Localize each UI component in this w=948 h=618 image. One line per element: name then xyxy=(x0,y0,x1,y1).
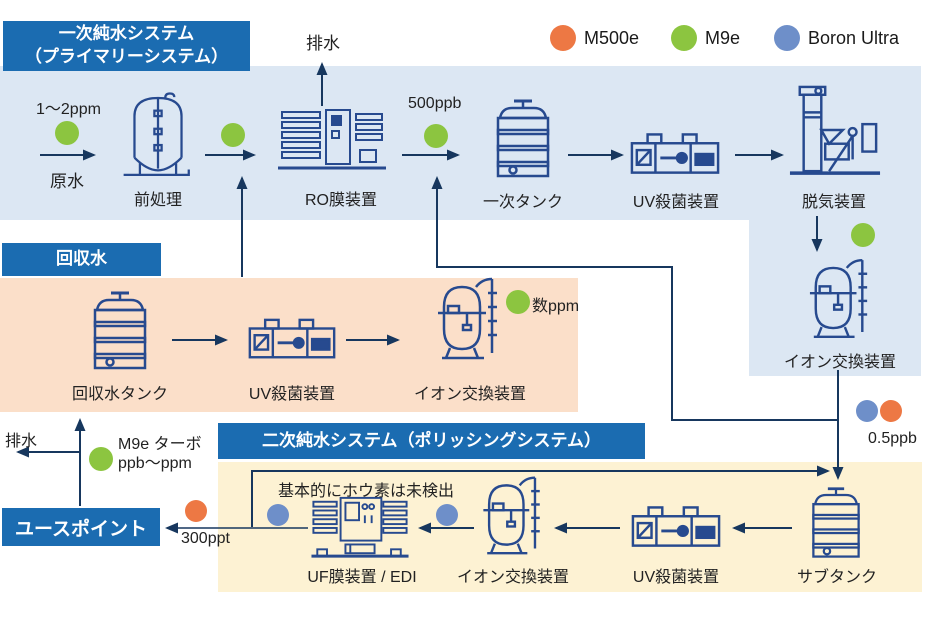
m9e-dot-after-degasifier xyxy=(851,223,875,247)
subtank-icon xyxy=(802,486,870,562)
m9e-dot-recovery xyxy=(506,290,530,314)
boron-dot-after-ion-exchange xyxy=(436,504,458,526)
recovery-uv-sterilizer-icon xyxy=(246,315,338,365)
secondary-ion-exchange-icon xyxy=(480,472,546,558)
degasifier-label: 脱気装置 xyxy=(801,194,867,211)
recovery-quality-value: 数ppm xyxy=(532,298,580,315)
use-point-box: ユースポイント xyxy=(2,508,160,546)
m500e-dot-use-point xyxy=(185,500,207,522)
raw-water-value: 1〜2ppm xyxy=(36,101,101,118)
use-point-label: ユースポイント xyxy=(14,518,148,540)
m9e-dot-raw-water xyxy=(55,121,79,145)
secondary-drain-label: 排水 xyxy=(5,433,38,450)
legend-item-boron: Boron Ultra xyxy=(774,25,899,51)
subtank-in-value: 0.5ppb xyxy=(868,430,917,447)
boron-note: 基本的にホウ素は未検出 xyxy=(278,483,455,500)
primary-tank-icon xyxy=(488,98,558,182)
meter-note-line1: M9e ターボ xyxy=(118,436,202,453)
raw-water-label: 原水 xyxy=(50,172,84,191)
secondary-ion-exchange-label: イオン交換装置 xyxy=(456,569,570,586)
pretreatment-label: 前処理 xyxy=(133,192,183,209)
recovery-uv-label: UV殺菌装置 xyxy=(248,386,336,403)
boron-ultra-dot-icon xyxy=(774,25,800,51)
degasifier-icon xyxy=(788,84,882,178)
recovery-ion-exchange-icon xyxy=(436,272,502,364)
recovery-ion-exchange-label: イオン交換装置 xyxy=(413,386,527,403)
secondary-uv-sterilizer-icon xyxy=(629,503,723,553)
meter-note: M9e ターボ ppb〜ppm xyxy=(118,435,202,473)
pretreatment-tank-icon xyxy=(120,86,196,186)
recovery-tank-icon xyxy=(85,286,155,378)
primary-uv-sterilizer-icon xyxy=(628,130,722,180)
recovery-tank-label: 回収水タンク xyxy=(71,386,169,403)
ro-membrane-label: RO膜装置 xyxy=(304,192,378,209)
m500e-dot-subtank-in xyxy=(880,400,902,422)
primary-header-line1: 一次純水システム xyxy=(58,24,195,44)
primary-ion-exchange-icon xyxy=(808,254,872,342)
legend-label-m500e: M500e xyxy=(584,27,640,48)
legend-item-m9e: M9e xyxy=(671,25,740,51)
legend-label-m9e: M9e xyxy=(705,27,741,48)
m9e-dot-after-ro xyxy=(424,124,448,148)
secondary-system-header: 二次純水システム（ポリッシングシステム） xyxy=(218,423,645,459)
uf-edi-unit-icon xyxy=(308,494,412,560)
primary-drain-label: 排水 xyxy=(306,34,340,53)
boron-dot-after-uf-edi xyxy=(267,504,289,526)
primary-ion-exchange-label: イオン交換装置 xyxy=(783,354,897,371)
subtank-label: サブタンク xyxy=(796,569,878,586)
primary-header-line2: （プライマリーシステム） xyxy=(24,47,229,66)
secondary-uv-label: UV殺菌装置 xyxy=(632,569,720,586)
legend-label-boron: Boron Ultra xyxy=(808,27,900,48)
use-point-value: 300ppt xyxy=(181,530,230,547)
legend-item-m500e: M500e xyxy=(550,25,639,51)
m9e-dot-icon xyxy=(671,25,697,51)
m500e-dot-icon xyxy=(550,25,576,51)
primary-system-header: 一次純水システム （プライマリーシステム） xyxy=(3,21,250,71)
permeate-value: 500ppb xyxy=(408,95,462,112)
primary-uv-label: UV殺菌装置 xyxy=(632,194,720,211)
boron-dot-subtank-in xyxy=(856,400,878,422)
uf-edi-label: UF膜装置 / EDI xyxy=(307,569,417,586)
m9e-turbo-dot-use-point xyxy=(89,447,113,471)
ro-membrane-unit-icon xyxy=(274,106,390,172)
secondary-header-label: 二次純水システム（ポリッシングシステム） xyxy=(262,430,601,450)
m9e-dot-after-pretreatment xyxy=(221,123,245,147)
recovery-header-label: 回収水 xyxy=(56,249,107,269)
primary-tank-label: 一次タンク xyxy=(482,194,564,211)
recovery-header: 回収水 xyxy=(2,243,161,276)
meter-note-line2: ppb〜ppm xyxy=(118,455,192,472)
